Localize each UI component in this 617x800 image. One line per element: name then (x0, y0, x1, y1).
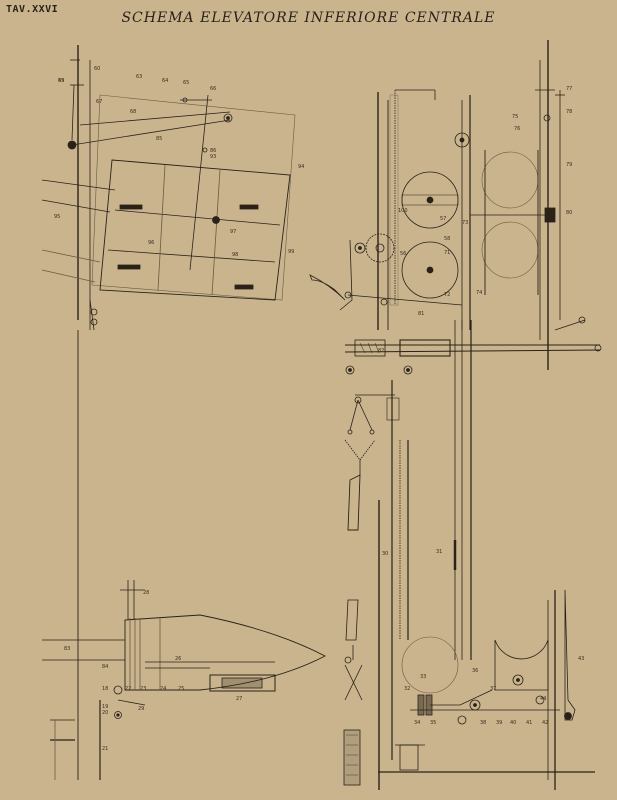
lower-left-projectile-cradle (42, 580, 326, 780)
part-callout: 75 (512, 114, 518, 120)
part-callout: 43 (578, 656, 584, 662)
upper-left-tray-assembly (41, 45, 296, 780)
part-callout: 21 (102, 746, 108, 752)
part-callout: 23 (140, 686, 146, 692)
part-callout: 93 (210, 154, 216, 160)
part-callout: 80 (566, 210, 572, 216)
part-callout: 18 (102, 686, 108, 692)
part-callout: 67 (96, 99, 102, 105)
part-callout: 77 (566, 86, 572, 92)
part-callout: 78 (566, 109, 572, 115)
part-callout: 31 (436, 549, 442, 555)
part-callout: 38 (480, 720, 486, 726)
part-callout: 99 (288, 249, 294, 255)
drawing-title: SCHEMA ELEVATORE INFERIORE CENTRALE (121, 10, 496, 26)
part-callout: 57 (440, 216, 446, 222)
part-callout: 37 (490, 686, 496, 692)
part-callout: 85 (156, 136, 162, 142)
part-callout: 40 (510, 720, 516, 726)
part-callout: 66 (210, 86, 216, 92)
part-callout: 96 (148, 240, 154, 246)
part-callout: 20 (102, 710, 108, 716)
part-callout: 76 (514, 126, 520, 132)
part-callout: 33 (420, 674, 426, 680)
part-callout: 30 (382, 551, 388, 557)
part-callout: 79 (566, 162, 572, 168)
part-callout: 60 (94, 66, 100, 72)
part-callout: 44 (540, 696, 546, 702)
part-callout: 22 (125, 686, 131, 692)
part-callout: 32 (404, 686, 410, 692)
part-callout: 28 (143, 590, 149, 596)
part-callout: 81 (418, 311, 424, 317)
part-callout: 26 (175, 656, 181, 662)
part-callout: 83 (64, 646, 70, 652)
part-callout: 27 (236, 696, 242, 702)
part-callout: 84 (102, 664, 108, 670)
part-callout: 73 (462, 220, 468, 226)
part-callout: 95 (54, 214, 60, 220)
part-callout: 41 (526, 720, 532, 726)
middle-linkage (344, 320, 472, 790)
part-callout: 94 (298, 164, 304, 170)
upper-right-elevator-head (309, 40, 602, 375)
part-callout: 24 (160, 686, 166, 692)
part-callout: 100 (398, 208, 408, 214)
part-callout: 68 (130, 109, 136, 115)
part-callout: 56 (400, 251, 406, 257)
part-callout: 82 (378, 348, 384, 354)
part-callout: 39 (496, 720, 502, 726)
part-callout: 74 (476, 290, 482, 296)
part-callout: 45 (58, 78, 64, 84)
part-callout: 25 (178, 686, 184, 692)
part-callout: 97 (230, 229, 236, 235)
part-callout: 36 (472, 668, 478, 674)
part-callout: 29 (138, 706, 144, 712)
part-callout: 65 (183, 80, 189, 86)
part-callout: 98 (232, 252, 238, 258)
part-callout: 72 (444, 292, 450, 298)
part-callout: 35 (430, 720, 436, 726)
part-callout: 59 (58, 78, 64, 84)
part-callout: 63 (136, 74, 142, 80)
part-callout: 58 (444, 236, 450, 242)
part-callout: 86 (210, 148, 216, 154)
part-callout: 19 (102, 704, 108, 710)
plate-number: TAV.XXVI (6, 4, 59, 15)
part-callout: 34 (414, 720, 420, 726)
part-callout: 71 (444, 250, 450, 256)
lower-right-elevator-base (343, 589, 595, 790)
part-callout: 64 (162, 78, 168, 84)
part-callout: 42 (542, 720, 548, 726)
